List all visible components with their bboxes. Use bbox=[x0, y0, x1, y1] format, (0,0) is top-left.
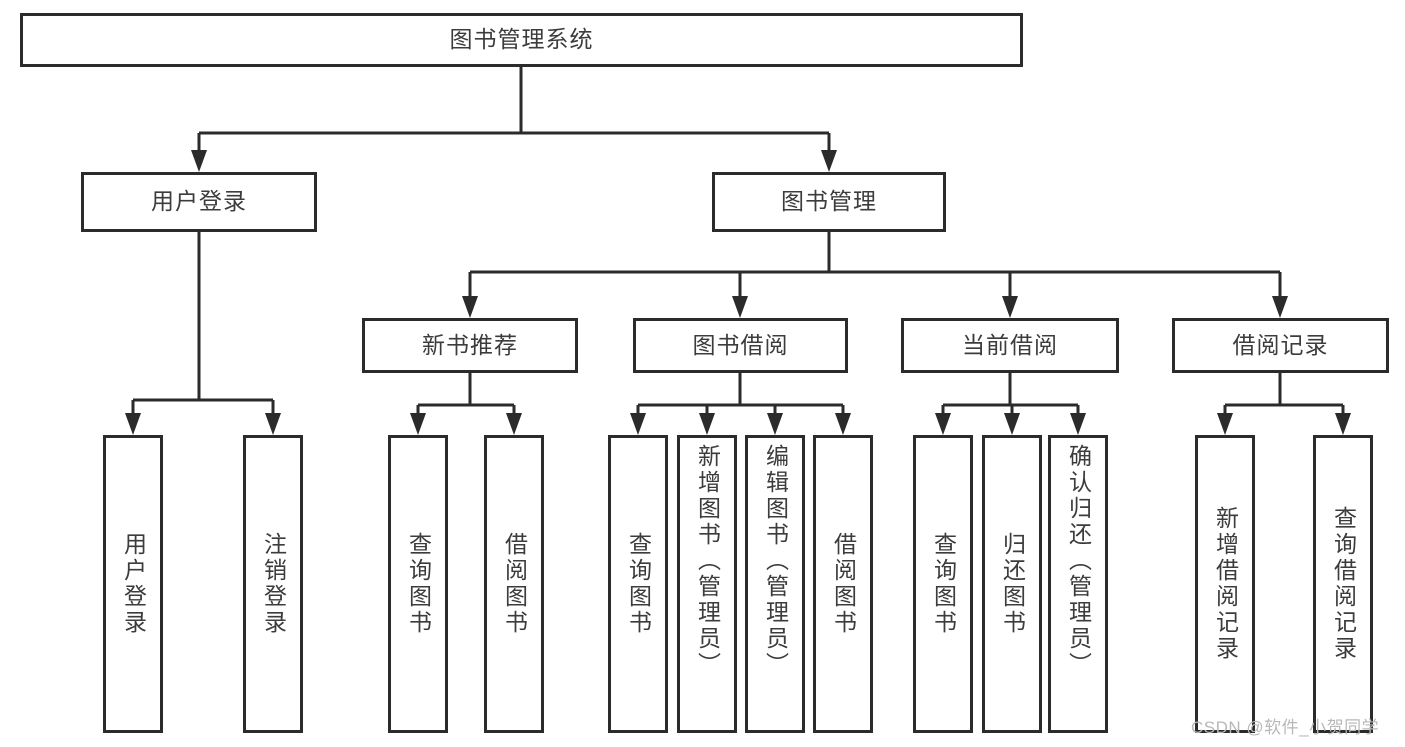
leaf-node[interactable]: 查询图书 bbox=[388, 435, 448, 733]
leaf-node[interactable]: 确认归还（管理员） bbox=[1048, 435, 1108, 733]
node-label: 新增借阅记录 bbox=[1212, 506, 1239, 662]
leaf-node[interactable]: 借阅图书 bbox=[813, 435, 873, 733]
leaf-node[interactable]: 归还图书 bbox=[982, 435, 1042, 733]
connector-arrowhead bbox=[1070, 413, 1086, 435]
node-label: 当前借阅 bbox=[962, 331, 1058, 358]
leaf-node[interactable]: 用户登录 bbox=[103, 435, 163, 733]
leaf-node[interactable]: 查询图书 bbox=[608, 435, 668, 733]
branch-node[interactable]: 图书管理 bbox=[712, 172, 946, 232]
leaf-node[interactable]: 编辑图书（管理员） bbox=[745, 435, 805, 733]
node-label: 借阅图书 bbox=[501, 532, 528, 636]
connector-arrowhead bbox=[506, 413, 522, 435]
node-label: 注销登录 bbox=[260, 532, 287, 636]
node-label: 查询图书 bbox=[405, 532, 432, 636]
connector-arrowhead bbox=[821, 150, 837, 172]
node-label: 新增图书（管理员） bbox=[694, 444, 721, 678]
connector-arrowhead bbox=[265, 413, 281, 435]
connector-arrowhead bbox=[1272, 296, 1288, 318]
connector-arrowhead bbox=[125, 413, 141, 435]
node-label: 图书借阅 bbox=[692, 331, 789, 358]
node-label: 用户登录 bbox=[151, 188, 247, 215]
connector-arrowhead bbox=[191, 150, 207, 172]
node-label: 查询图书 bbox=[625, 532, 652, 636]
node-label: 新书推荐 bbox=[422, 331, 518, 358]
connector-arrowhead bbox=[935, 413, 951, 435]
connector-arrowhead bbox=[1004, 413, 1020, 435]
leaf-node[interactable]: 新增借阅记录 bbox=[1195, 435, 1255, 733]
node-label: 查询借阅记录 bbox=[1330, 506, 1357, 662]
node-label: 借阅图书 bbox=[830, 532, 857, 636]
connector-arrowhead bbox=[767, 413, 783, 435]
leaf-node[interactable]: 注销登录 bbox=[243, 435, 303, 733]
node-label: 借阅记录 bbox=[1232, 331, 1329, 358]
connector-arrowhead bbox=[732, 296, 748, 318]
node-label: 归还图书 bbox=[999, 532, 1026, 636]
connector-arrowhead bbox=[410, 413, 426, 435]
connector-arrowhead bbox=[1217, 413, 1233, 435]
connector-arrowhead bbox=[630, 413, 646, 435]
branch-node[interactable]: 借阅记录 bbox=[1172, 318, 1389, 373]
connector-arrowhead bbox=[699, 413, 715, 435]
node-label: 编辑图书（管理员） bbox=[762, 444, 789, 678]
branch-node[interactable]: 当前借阅 bbox=[901, 318, 1119, 373]
connector-arrowhead bbox=[462, 296, 478, 318]
connector-arrowhead bbox=[1002, 296, 1018, 318]
node-label: 确认归还（管理员） bbox=[1065, 444, 1092, 678]
node-label: 查询图书 bbox=[930, 532, 957, 636]
branch-node[interactable]: 用户登录 bbox=[81, 172, 317, 232]
connector-arrowhead bbox=[835, 413, 851, 435]
leaf-node[interactable]: 查询借阅记录 bbox=[1313, 435, 1373, 733]
branch-node[interactable]: 新书推荐 bbox=[362, 318, 578, 373]
node-label: 用户登录 bbox=[120, 532, 147, 636]
connector-arrowhead bbox=[1335, 413, 1351, 435]
node-label: 图书管理 bbox=[781, 188, 877, 215]
branch-node[interactable]: 图书借阅 bbox=[633, 318, 848, 373]
node-label: 图书管理系统 bbox=[449, 26, 594, 53]
leaf-node[interactable]: 新增图书（管理员） bbox=[677, 435, 737, 733]
root-node[interactable]: 图书管理系统 bbox=[20, 13, 1023, 67]
leaf-node[interactable]: 借阅图书 bbox=[484, 435, 544, 733]
leaf-node[interactable]: 查询图书 bbox=[913, 435, 973, 733]
